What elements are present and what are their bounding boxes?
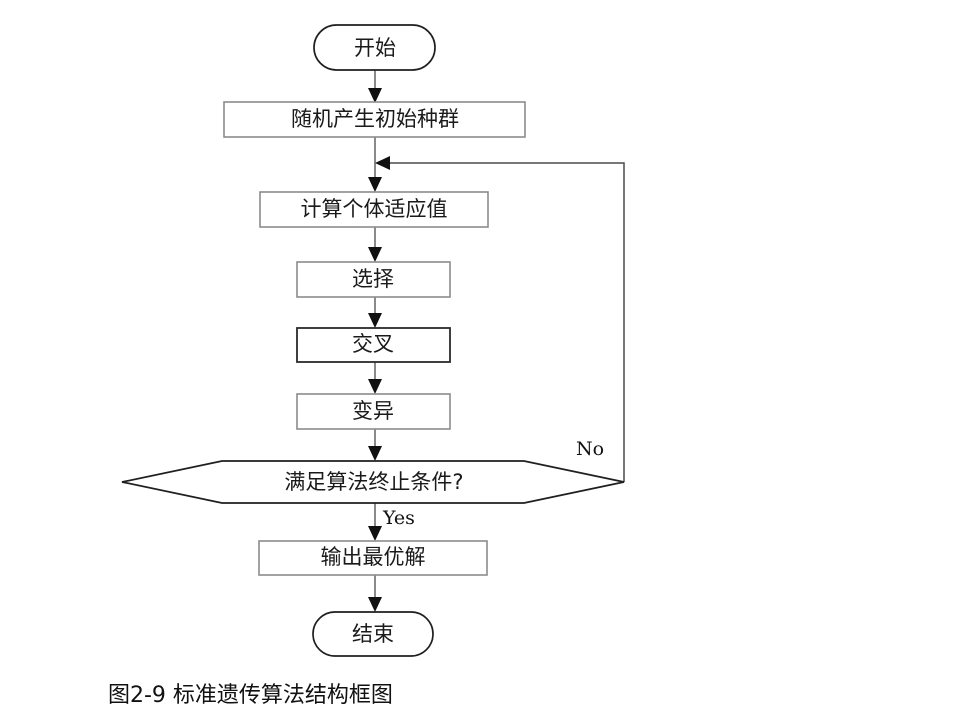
connector-output-to-end [368,575,382,612]
node-end-label: 结束 [352,622,394,646]
node-crossover[interactable]: 交叉 [296,327,451,363]
connector-decision-yes-to-output [368,503,382,541]
node-crossover-label: 交叉 [352,332,394,356]
node-fitness[interactable]: 计算个体适应值 [259,191,489,228]
node-decision-label: 满足算法终止条件? [284,470,463,494]
connector-init-to-fitness [368,137,382,192]
branch-label-yes: Yes [382,507,415,529]
figure-caption: 图2-9 标准遗传算法结构框图 [108,683,393,708]
connector-decision-no-feedback-loop [375,156,625,482]
node-output-label: 输出最优解 [321,545,426,569]
branch-label-no: No [576,438,604,460]
node-start-label: 开始 [354,36,396,60]
connector-mutation-to-decision [368,429,382,461]
node-init-population-label: 随机产生初始种群 [291,107,459,131]
connector-start-to-init [368,70,382,103]
node-output[interactable]: 输出最优解 [258,540,488,576]
node-mutation-label: 变异 [352,399,394,423]
node-selection-label: 选择 [352,267,394,291]
node-mutation[interactable]: 变异 [296,393,451,430]
node-start[interactable]: 开始 [313,24,436,71]
connector-crossover-to-mutation [368,362,382,394]
connector-selection-to-crossover [368,297,382,328]
node-init-population[interactable]: 随机产生初始种群 [223,101,526,138]
node-end[interactable]: 结束 [312,611,434,657]
node-decision[interactable]: 满足算法终止条件? [121,460,625,504]
connector-fitness-to-selection [368,227,382,262]
node-fitness-label: 计算个体适应值 [301,197,448,221]
node-selection[interactable]: 选择 [296,261,451,298]
